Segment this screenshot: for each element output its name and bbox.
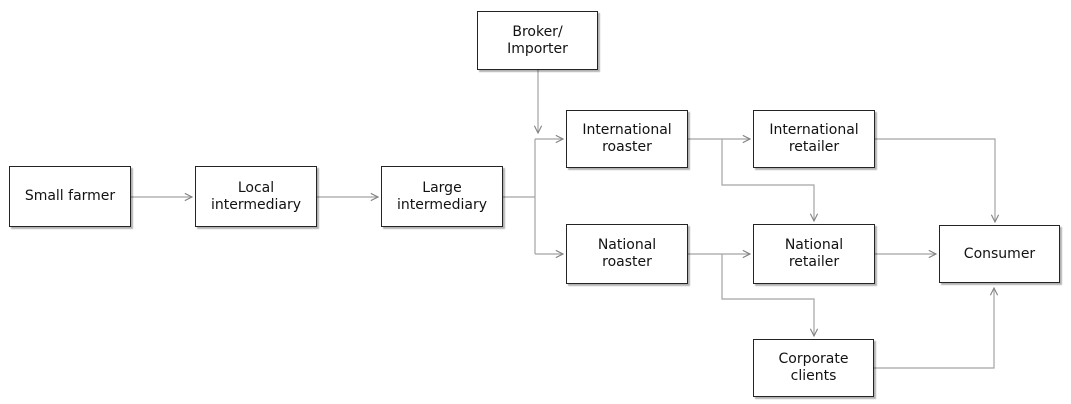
node-corporate-clients: Corporate clients: [753, 339, 874, 397]
node-small-farmer: Small farmer: [9, 166, 131, 227]
node-label: Large intermediary: [396, 179, 488, 213]
edge-nationalroaster-corporateclients: [721, 254, 814, 336]
node-national-roaster: National roaster: [566, 224, 688, 284]
node-label: Consumer: [963, 245, 1036, 262]
node-consumer: Consumer: [939, 225, 1060, 283]
node-international-roaster: International roaster: [566, 110, 688, 168]
edge-corporateclients-consumer: [874, 288, 994, 369]
node-label: Broker/ Importer: [507, 23, 568, 57]
node-label: International roaster: [582, 122, 672, 155]
node-broker-importer: Broker/ Importer: [477, 11, 598, 70]
node-label: National retailer: [784, 237, 844, 270]
node-label: International retailer: [769, 122, 859, 155]
node-large-intermediary: Large intermediary: [381, 166, 503, 227]
edge-largeintermediary-branch-trunk: [503, 139, 536, 254]
edge-internationalretailer-consumer: [875, 138, 995, 222]
node-label: National roaster: [597, 237, 657, 270]
node-local-intermediary: Local intermediary: [195, 166, 317, 227]
node-international-retailer: International retailer: [753, 110, 875, 168]
node-label: Corporate clients: [778, 351, 849, 384]
node-national-retailer: National retailer: [753, 224, 875, 284]
node-label: Small farmer: [24, 188, 116, 204]
node-label: Local intermediary: [210, 179, 302, 213]
edge-internationalroaster-nationalretailer: [721, 139, 814, 221]
